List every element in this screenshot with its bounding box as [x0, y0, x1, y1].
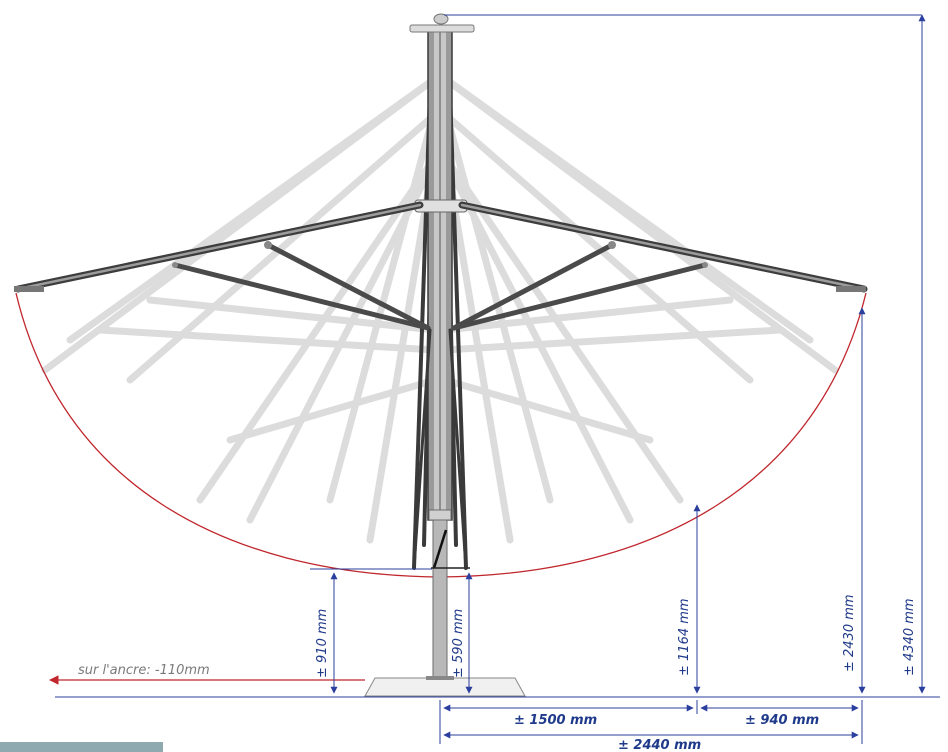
dim-arm-tip-height: ± 2430 mm — [842, 594, 857, 672]
dim-clearance-910: ± 910 mm — [315, 609, 330, 678]
dim-inner-arm-height: ± 1164 mm — [677, 598, 692, 676]
vertical-dimensions — [310, 14, 926, 694]
dim-width-1500: ± 1500 mm — [514, 713, 597, 728]
dim-width-2440: ± 2440 mm — [618, 738, 701, 752]
canopy-arms — [14, 201, 868, 570]
dim-width-940: ± 940 mm — [745, 713, 819, 728]
anchor-base-plate — [364, 677, 526, 697]
dim-total-height: ± 4340 mm — [902, 598, 917, 676]
horizontal-dimensions — [439, 700, 863, 744]
anchor-note: sur l'ancre: -110mm — [78, 663, 210, 678]
umbrella-mast — [409, 13, 475, 679]
dim-clearance-590: ± 590 mm — [451, 609, 466, 678]
bottom-tab[interactable] — [0, 742, 163, 752]
folding-ghost-frames — [41, 71, 839, 544]
